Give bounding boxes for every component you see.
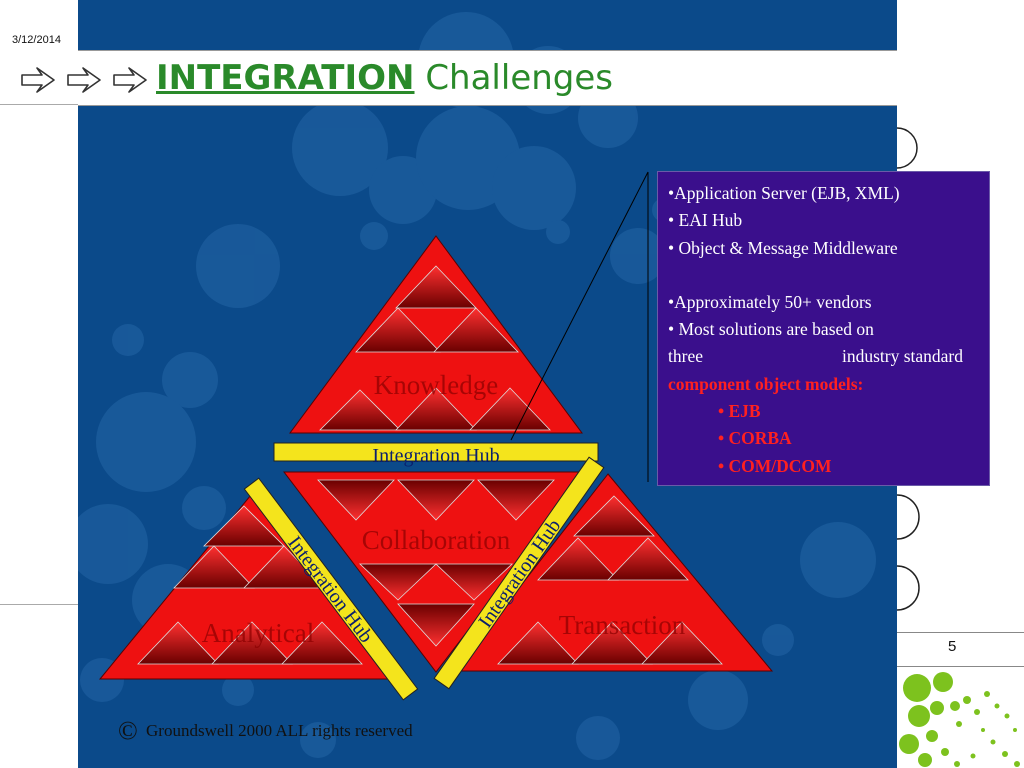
info-line: •Approximately 50+ vendors <box>668 291 872 312</box>
info-line: •Application Server (EJB, XML) <box>668 183 900 203</box>
slide-title: INTEGRATION Challenges <box>156 56 613 100</box>
transaction-pyramid: Transaction <box>452 473 774 672</box>
model-item-corba: • CORBA <box>718 428 792 449</box>
model-item-com: • COM/DCOM <box>718 455 832 476</box>
info-line: • EAI Hub <box>668 210 743 231</box>
copyright-icon: © <box>118 716 138 745</box>
title-rest: Challenges <box>425 58 614 98</box>
outline-circle-2 <box>897 494 920 540</box>
analytical-pyramid: Analytical <box>98 483 407 680</box>
arrow-icon <box>21 67 55 93</box>
slide-date: 3/12/2014 <box>12 34 61 46</box>
collaboration-label: Collaboration <box>362 525 511 555</box>
right-decoration <box>897 127 1020 767</box>
right-divider-bottom <box>897 666 1024 667</box>
copyright-notice: © Groundswell 2000 ALL rights reserved <box>118 716 413 746</box>
copyright-text: Groundswell 2000 ALL rights reserved <box>146 721 413 740</box>
info-line: three industry standard <box>668 343 963 370</box>
info-word-three: three <box>668 346 703 367</box>
title-emphasis: INTEGRATION <box>156 58 415 98</box>
outline-circle-1 <box>897 127 918 169</box>
model-item-ejb: • EJB <box>718 401 761 422</box>
arrow-icon <box>113 67 147 93</box>
info-line: • Most solutions are based on <box>668 319 874 340</box>
arrow-icons <box>21 67 147 93</box>
outline-circle-3 <box>897 565 920 611</box>
info-callout-box: •Application Server (EJB, XML) • EAI Hub… <box>657 171 990 486</box>
transaction-label: Transaction <box>559 610 686 640</box>
knowledge-pyramid: Knowledge <box>289 235 583 434</box>
knowledge-label: Knowledge <box>374 370 498 400</box>
left-divider-top <box>0 104 78 105</box>
title-band <box>78 50 897 106</box>
hub-horizontal: Integration Hub <box>273 442 599 467</box>
arrow-icon <box>67 67 101 93</box>
hub-horizontal-label: Integration Hub <box>372 445 499 467</box>
info-line-highlight: component object models: <box>668 373 864 394</box>
callout-line <box>510 171 649 441</box>
green-dots-cluster <box>899 672 1020 767</box>
info-word-standard: industry standard <box>841 346 963 367</box>
analytical-label: Analytical <box>202 618 314 648</box>
page-number: 5 <box>948 638 957 655</box>
left-divider-bottom <box>0 604 78 605</box>
integration-pyramid: Knowledge Integration Hub Collaboration … <box>98 171 774 701</box>
info-line: • Object & Message Middleware <box>668 237 898 258</box>
right-divider-top <box>897 632 1024 633</box>
